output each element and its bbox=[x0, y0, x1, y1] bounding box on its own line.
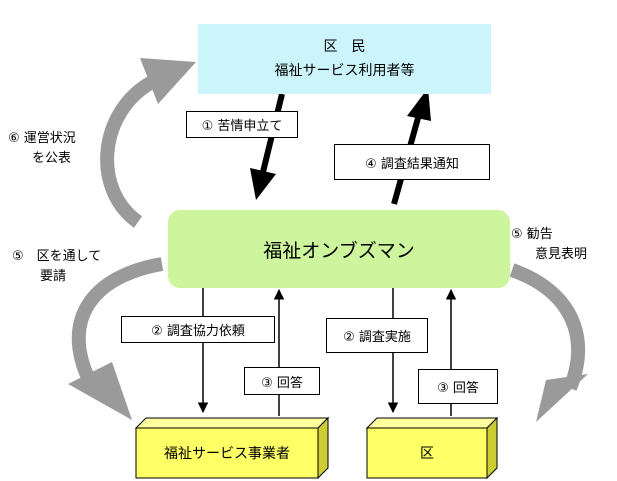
ombudsman-box: 福祉オンブズマン bbox=[168, 210, 510, 288]
note-recommend: ⑤ 勧告 意見表明 bbox=[511, 227, 588, 262]
ombudsman-label: 福祉オンブズマン bbox=[263, 239, 415, 262]
business-label: 福祉サービス事業者 bbox=[164, 446, 290, 462]
note-publish: ⑥ 運営状況 を公表 bbox=[8, 131, 76, 166]
label-complaint: ① 苦情申立て bbox=[186, 111, 298, 138]
ward-cube bbox=[365, 416, 499, 480]
label-business-answer: ③ 回答 bbox=[244, 367, 320, 395]
curved-arrow-request bbox=[68, 257, 164, 420]
resident-subtitle: 福祉サービス利用者等 bbox=[274, 63, 415, 79]
resident-title: 区 民 bbox=[323, 39, 366, 55]
curved-arrow-publish bbox=[100, 58, 196, 228]
business-cube bbox=[134, 416, 330, 480]
label-investigation: ② 調査実施 bbox=[326, 318, 428, 353]
ward-label: 区 bbox=[420, 446, 434, 462]
label-result-notice: ④ 調査結果通知 bbox=[334, 144, 490, 180]
resident-box: 区 民 福祉サービス利用者等 bbox=[198, 24, 491, 94]
label-ward-answer: ③ 回答 bbox=[418, 369, 498, 404]
curved-arrow-recommend bbox=[509, 263, 588, 422]
arrow-complaint bbox=[250, 93, 285, 200]
note-request: ⑤ 区を通して 要請 bbox=[12, 249, 102, 284]
label-coop-request: ② 調査協力依頼 bbox=[121, 316, 275, 343]
